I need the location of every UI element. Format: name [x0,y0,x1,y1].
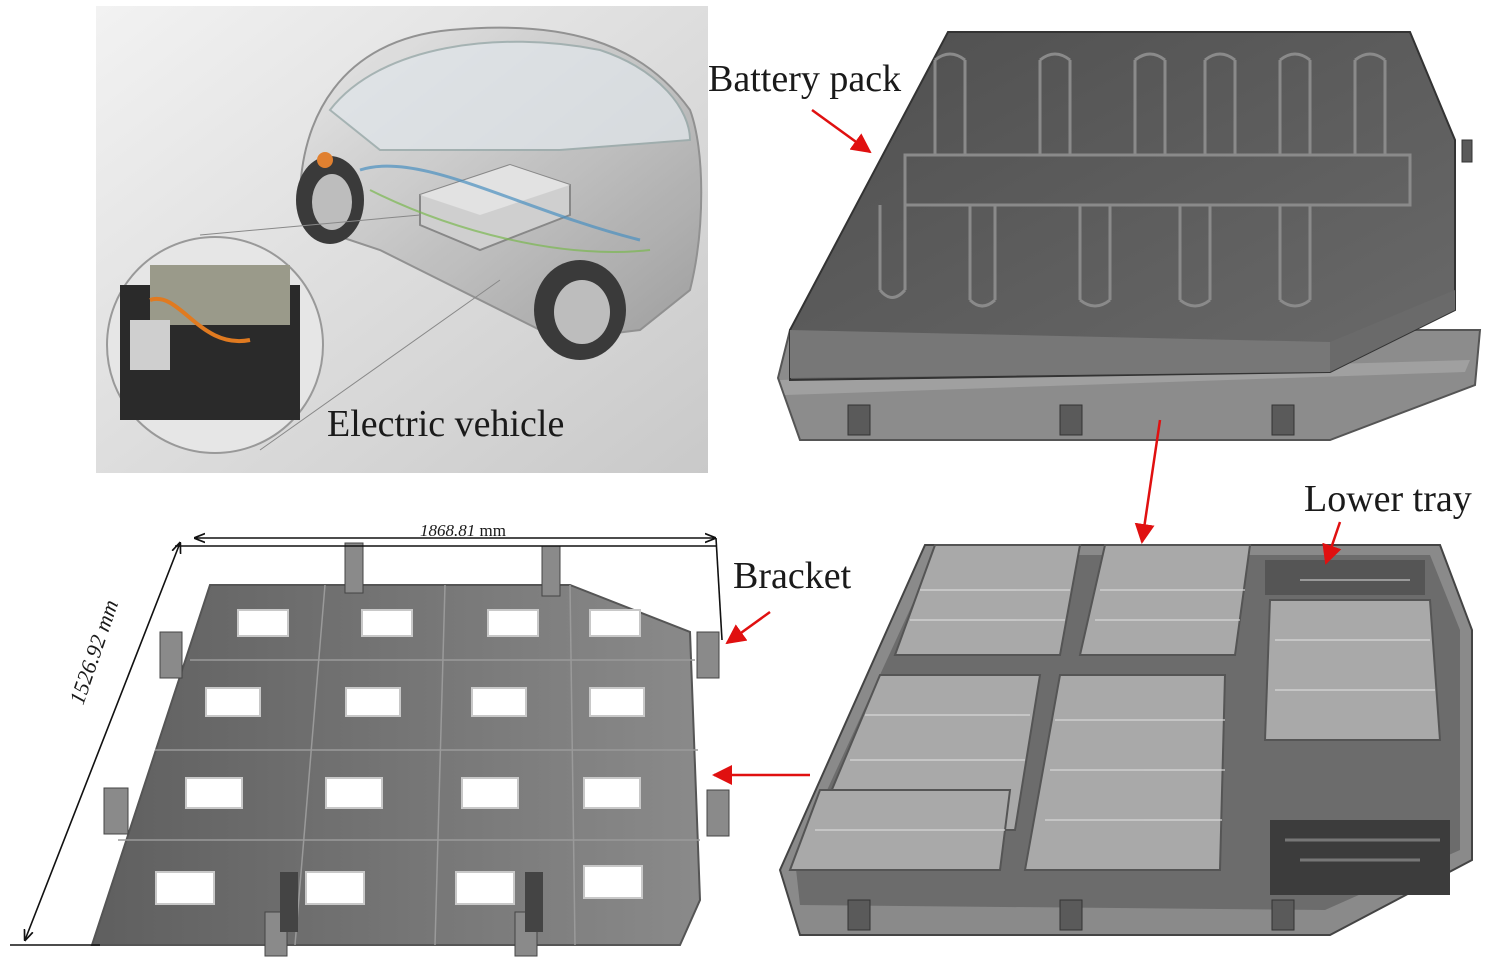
bracket-illustration [90,542,730,957]
lower-tray-pointer [1322,521,1342,565]
width-value: 1868.81 [420,521,476,540]
dimension-lines [10,538,723,946]
pointer-arrows [712,108,1342,785]
width-dimension-label: 1868.81 mm [420,522,506,539]
battery-pack-label: Battery pack [708,58,902,100]
battery-pack-pointer [811,108,872,154]
width-unit: mm [479,521,506,540]
bracket-pointer [725,610,771,645]
electric-vehicle-label: Electric vehicle [327,403,565,445]
bracket-label: Bracket [733,555,852,597]
electric-vehicle-photo [96,6,708,473]
pack-to-tray-arrow [1134,419,1162,544]
battery-pack-illustration [776,31,1482,441]
lower-tray-illustration [778,544,1473,936]
lower-tray-label: Lower tray [1304,478,1472,520]
